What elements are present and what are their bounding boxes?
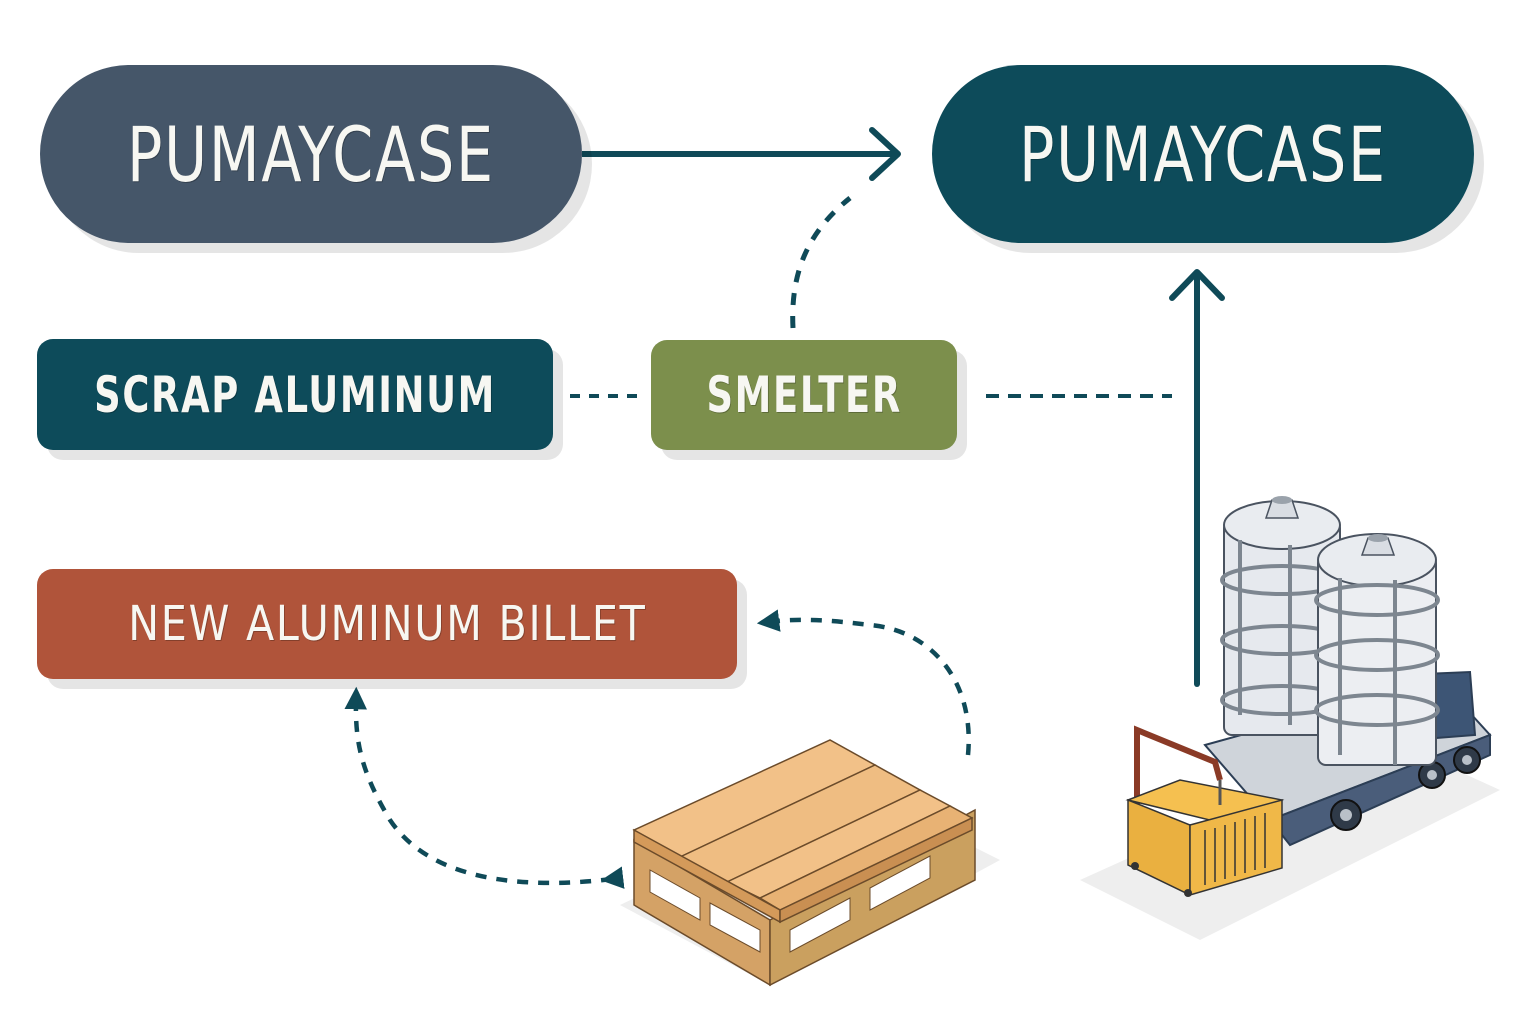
arrowhead-up-icon (1169, 269, 1225, 301)
node-scrap-aluminum[interactable]: SCRAP ALUMINUM (37, 339, 553, 450)
node-target-case[interactable]: PUMAYCASE (932, 65, 1474, 243)
node-scrap-aluminum-label: SCRAP ALUMINUM (94, 365, 496, 424)
edge-case-to-case (582, 127, 901, 181)
node-billet-label: NEW ALUMINUM BILLET (127, 596, 647, 652)
node-smelter[interactable]: SMELTER (651, 340, 957, 450)
edge-smelter-to-case (790, 196, 852, 329)
node-new-aluminum-billet[interactable]: NEW ALUMINUM BILLET (37, 569, 737, 679)
node-source-case[interactable]: PUMAYCASE (40, 65, 582, 243)
pallet-illustration (620, 739, 1000, 987)
node-source-case-label: PUMAYCASE (127, 109, 495, 199)
edge-machine-to-case (1169, 269, 1225, 687)
smelting-cart-illustration (1080, 496, 1500, 940)
arrowhead-right-icon (869, 127, 901, 181)
node-target-case-label: PUMAYCASE (1019, 109, 1387, 199)
edge-billet-to-pallet (756, 609, 971, 756)
edge-pallet-to-billet (344, 686, 625, 889)
node-smelter-label: SMELTER (706, 366, 902, 424)
